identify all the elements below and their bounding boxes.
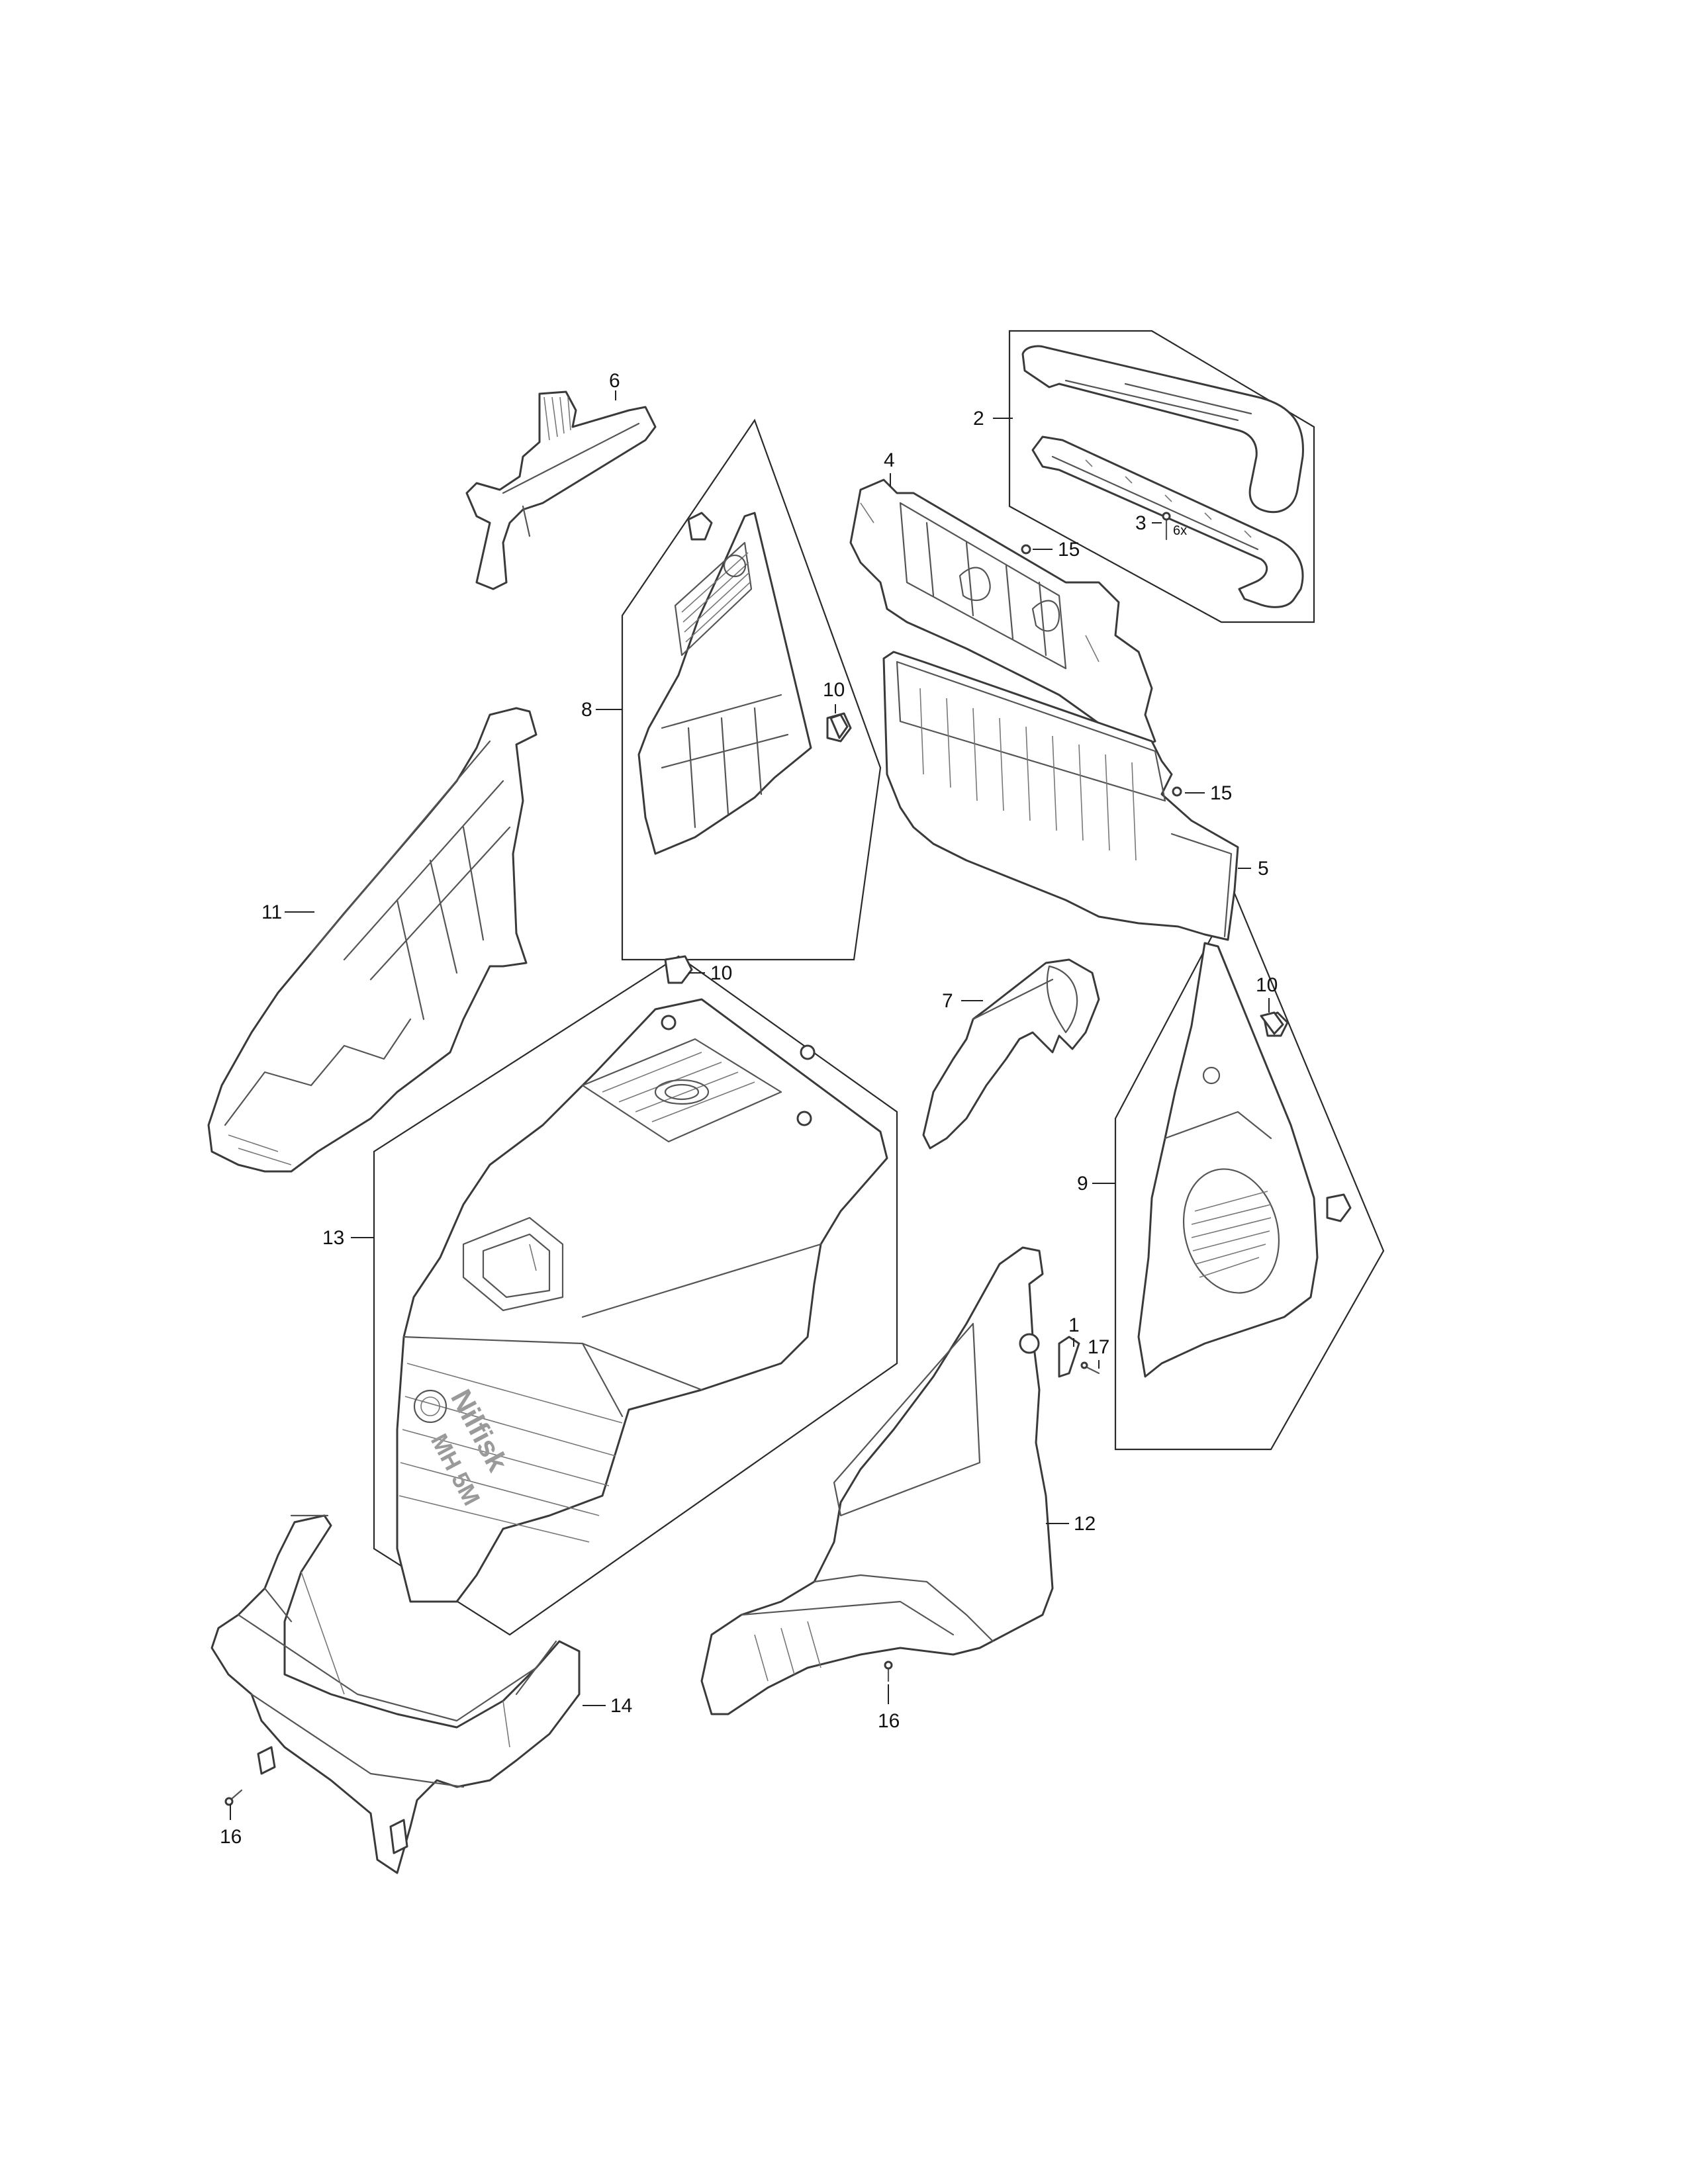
part-screw-3 [1162,512,1171,541]
callout-5: 5 [1258,858,1269,880]
part-side-12 [700,1246,1100,1715]
part-seal-15-upper [1021,544,1031,555]
callout-13: 13 [322,1227,344,1249]
callout-10-left-panel: 10 [823,679,845,701]
callout-16-left: 16 [220,1826,242,1848]
callout-2: 2 [973,408,984,430]
callout-11: 11 [261,901,282,923]
part-housing-13: Nilfisk MH 5M [396,998,888,1603]
callout-14: 14 [610,1695,632,1717]
callout-3: 3 [1135,512,1147,534]
part-bracket-7 [922,958,1100,1150]
part-side-11 [207,707,538,1173]
callout-8: 8 [581,699,592,721]
part-bracket-6 [465,390,657,590]
callout-10-right-panel: 10 [1256,974,1278,996]
part-screw-16 [224,1661,893,1806]
part-tray-5 [882,651,1239,941]
callout-12: 12 [1074,1513,1096,1535]
callout-9: 9 [1077,1173,1088,1195]
part-side-panel-9 [1137,942,1352,1378]
callout-15-upper: 15 [1058,539,1080,561]
kit-frame-left-side-panel [621,418,882,961]
part-frame-4 [849,478,1156,749]
kit-frame-housing [373,955,898,1636]
callout-16-right: 16 [878,1710,900,1732]
kit-frame-right-side-panel [1114,891,1385,1451]
callout-leaders [230,390,1270,1820]
part-side-panel-8 [637,512,852,855]
part-skirt-14 [211,1514,581,1874]
callout-7: 7 [942,990,953,1012]
kit-frame-handle [1008,330,1315,623]
part-handle [1021,345,1304,608]
callout-10-housing: 10 [710,962,732,984]
callout-3-quantity: 6x [1173,523,1187,538]
part-seal-15-lower [1172,786,1182,797]
callout-1: 1 [1068,1314,1080,1336]
callout-17: 17 [1088,1336,1109,1358]
part-plug-10 [664,713,1284,1035]
callout-15-lower: 15 [1210,782,1232,804]
callout-6: 6 [609,370,620,392]
callout-4: 4 [884,449,895,471]
